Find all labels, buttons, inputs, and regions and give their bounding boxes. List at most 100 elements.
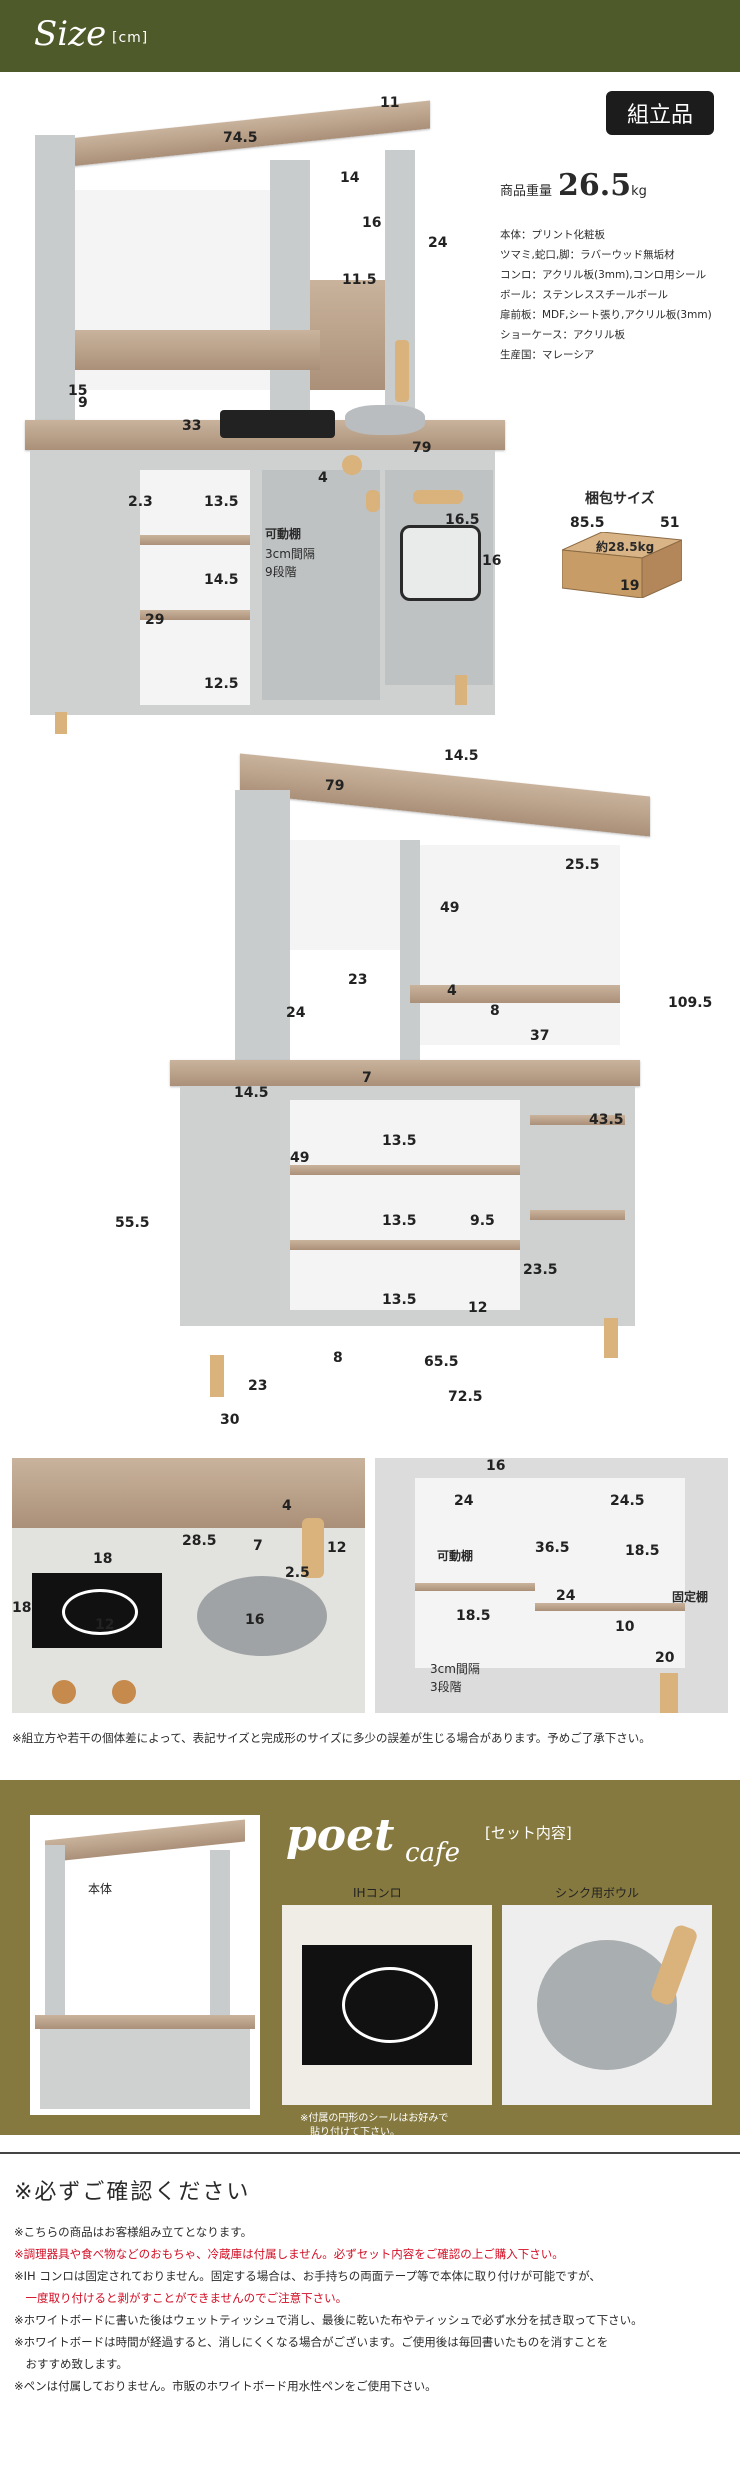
size-unit: [cm]: [112, 30, 149, 46]
dim-back-width-top: 79: [325, 778, 345, 794]
mini-right-panel: [210, 1850, 230, 2015]
door-handle: [413, 490, 463, 504]
spec-line: ショーケース：アクリル板: [500, 329, 625, 341]
detail-sink: [197, 1576, 327, 1656]
dim-front-15: 15: [68, 383, 88, 399]
dim-detail-r-24-mid: 24: [556, 1588, 576, 1604]
dim-detail-18-side: 18: [12, 1600, 32, 1616]
confirm-line: おすすめ致します。: [14, 2357, 128, 2371]
dim-back-4: 4: [447, 983, 457, 999]
dim-detail-12-faucet: 12: [327, 1540, 347, 1556]
middle-wood-shelf: [75, 330, 320, 370]
dim-detail-18-top: 18: [93, 1551, 113, 1567]
stove-ring: [62, 1589, 138, 1635]
detail-left-wood: [12, 1458, 365, 1528]
dim-back-12: 12: [468, 1300, 488, 1316]
set-title: [セット内容]: [485, 1824, 572, 1842]
angled-center-panel: [400, 840, 420, 1090]
detail-knob: [112, 1680, 136, 1704]
confirm-list: ※こちらの商品はお客様組み立てとなります。 ※調理器具や食べ物などのおもちゃ、冷…: [14, 2221, 643, 2397]
dim-back-height: 109.5: [668, 995, 713, 1011]
spec-line: ツマミ,蛇口,脚：ラバーウッド無垢材: [500, 249, 675, 261]
dim-detail-r-16: 16: [486, 1458, 506, 1474]
dim-back-9-5: 9.5: [470, 1213, 495, 1229]
dim-front-12-5: 12.5: [204, 676, 239, 692]
dim-front-width-top: 74.5: [223, 130, 258, 146]
mini-left-panel: [45, 1845, 65, 2015]
detail-left-photo: [12, 1458, 365, 1713]
confirm-line: ※ホワイトボードに書いた後はウェットティッシュで消し、最後に乾いた布やティッシュ…: [14, 2313, 643, 2327]
set-stove-ring: [342, 1967, 438, 2043]
angled-countertop: [170, 1060, 640, 1086]
knob-left-door: [366, 490, 380, 512]
set-card-bowl: [502, 1905, 712, 2105]
size-header: Size [cm]: [0, 0, 740, 72]
dim-back-23: 23: [348, 972, 368, 988]
spec-line: 本体：プリント化粧板: [500, 229, 605, 241]
center-panel: [270, 160, 310, 420]
stove-knob: [342, 455, 362, 475]
step-levels-label: 3段階: [430, 1680, 462, 1694]
dim-front-door-16: 16: [482, 553, 502, 569]
left-side-panel: [35, 135, 75, 425]
spec-line: 扉前板：MDF,シート張り,アクリル板(3mm): [500, 309, 712, 321]
angled-shelf-1: [290, 1165, 520, 1175]
dim-detail-7: 7: [253, 1538, 263, 1554]
dim-detail-r-20: 20: [655, 1650, 675, 1666]
sticker-note-line1: ※付属の円形のシールはお好みで: [300, 2113, 449, 2124]
dim-back-65-5: 65.5: [424, 1354, 459, 1370]
shelf-board-1: [140, 535, 250, 545]
mini-counter: [35, 2015, 255, 2029]
dim-detail-r-24-5: 24.5: [610, 1493, 645, 1509]
angled-open-shelves: [290, 1100, 520, 1310]
door-window: [400, 525, 481, 601]
dim-front-9: 9: [78, 395, 88, 411]
dim-back-49-lower: 49: [290, 1150, 310, 1166]
angled-shelf-2: [290, 1240, 520, 1250]
faucet: [395, 340, 409, 402]
ih-stove: [220, 410, 335, 438]
confirm-line: ※調理器具や食べ物などのおもちゃ、冷蔵庫は付属しません。必ずセット内容をご確認の…: [14, 2247, 564, 2261]
angled-right-shelf-2: [530, 1210, 625, 1220]
dim-detail-28-5: 28.5: [182, 1533, 217, 1549]
movable-shelf-step: 3cm間隔: [265, 547, 315, 561]
set-card-body: [30, 1815, 260, 2115]
movable-shelf-label: 可動棚: [437, 1549, 474, 1563]
dim-back-25-5: 25.5: [565, 857, 600, 873]
weight-value: 26.5: [558, 168, 632, 203]
dim-detail-r-18-5-top: 18.5: [625, 1543, 660, 1559]
angled-left-panel: [235, 790, 290, 1090]
weight-unit: kg: [631, 184, 647, 199]
detail-knob: [52, 1680, 76, 1704]
dim-front-2-3: 2.3: [128, 494, 153, 510]
angled-right-shelf-1: [530, 1115, 625, 1125]
sink-bowl: [345, 405, 425, 435]
mini-cabinet: [40, 2029, 250, 2109]
set-stove-image: [302, 1945, 472, 2065]
weight-label: 商品重量: [500, 184, 553, 199]
confirm-line: ※ペンは付属しておりません。市販のホワイトボード用水性ペンをご使用下さい。: [14, 2379, 437, 2393]
cabinet-interior: [415, 1478, 685, 1668]
confirm-section: [0, 2152, 740, 2469]
weight-row: 商品重量 26.5kg: [500, 168, 647, 203]
dim-front-14: 14: [340, 170, 360, 186]
package-height: 19: [620, 578, 640, 594]
spec-line: ボール：ステンレススチールボール: [500, 289, 668, 301]
dim-back-30: 30: [220, 1412, 240, 1428]
spec-line: 生産国：マレーシア: [500, 349, 595, 361]
dim-detail-r-36-5: 36.5: [535, 1540, 570, 1556]
leg-left: [55, 712, 67, 734]
package-weight: 約28.5kg: [596, 540, 655, 554]
dim-front-16: 16: [362, 215, 382, 231]
dim-back-37: 37: [530, 1028, 550, 1044]
dim-back-7: 7: [362, 1070, 372, 1086]
dim-detail-2-5: 2.5: [285, 1565, 310, 1581]
left-door: [262, 470, 380, 700]
dim-back-13-5-c: 13.5: [382, 1292, 417, 1308]
dim-back-roof-depth: 14.5: [444, 748, 479, 764]
confirm-line: ※ホワイトボードは時間が経過すると、消しにくくなる場合がございます。ご使用後は毎…: [14, 2335, 609, 2349]
leg-right: [455, 675, 467, 705]
back-wood-panel: [310, 280, 385, 390]
confirm-line: 一度取り付けると剥がすことができませんのでご注意下さい。: [14, 2291, 348, 2305]
movable-shelf-title: 可動棚: [265, 527, 302, 541]
